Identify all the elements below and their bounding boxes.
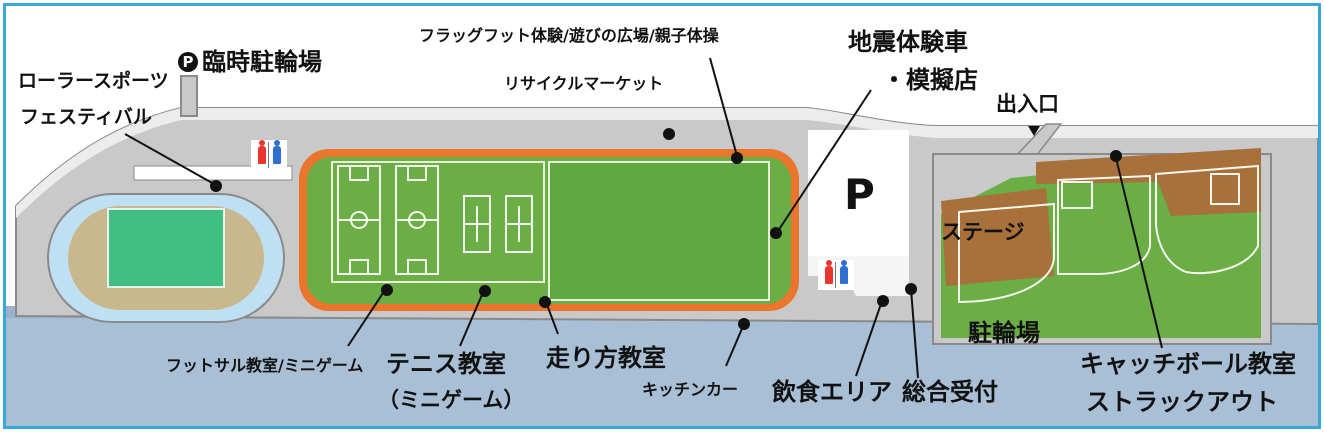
leader-dots — [210, 128, 1122, 330]
label-recycle-market: リサイクルマーケット — [504, 74, 664, 93]
dot-reception — [905, 283, 917, 295]
men-icon — [840, 260, 848, 284]
brown-area-left — [941, 188, 1054, 286]
inner-field — [548, 161, 770, 301]
dot-food-area — [877, 295, 889, 307]
toilet-divider — [268, 142, 269, 168]
label-catchball-1: キャッチボール教室 — [1080, 350, 1296, 378]
label-tennis-2: （ミニゲーム） — [378, 388, 525, 412]
label-earthquake-1: 地震体験車 — [848, 28, 968, 56]
men-icon — [273, 140, 281, 164]
brown-area — [1036, 148, 1261, 216]
parking-lot — [808, 130, 909, 256]
dot-futsal — [381, 284, 393, 296]
entrance-marker-icon — [1028, 126, 1040, 136]
event-map: ローラースポーツ フェスティバル P 臨時駐輪場 フラッグフット体験/遊びの広場… — [3, 3, 1321, 429]
stadium-field — [107, 208, 225, 288]
label-tennis-1: テニス教室 — [386, 350, 506, 378]
women-icon — [825, 260, 833, 284]
women-icon — [258, 140, 266, 164]
dot-kitchen-car — [738, 318, 750, 330]
dot-flag-football — [731, 152, 743, 164]
label-earthquake-2: ・模擬店 — [882, 66, 978, 94]
leader-lines — [124, 57, 1163, 379]
dot-tennis — [479, 285, 491, 297]
dot-catchball — [1110, 150, 1122, 162]
label-parking: P — [844, 170, 875, 219]
road-strip — [16, 108, 1318, 218]
label-roller-sports-2: フェスティバル — [20, 106, 152, 128]
tennis-court-1 — [463, 195, 491, 253]
toilet-icon — [251, 140, 287, 170]
label-bicycle-parking: 駐輪場 — [968, 319, 1040, 347]
label-entrance: 出入口 — [996, 92, 1059, 116]
label-roller-sports-1: ローラースポーツ — [18, 70, 169, 92]
label-food-area: 飲食エリア — [772, 378, 892, 406]
label-flag-football: フラッグフット体験/遊びの広場/親子体操 — [419, 26, 719, 45]
parking-badge-icon: P — [178, 52, 198, 72]
futsal-court-2 — [395, 165, 439, 275]
label-catchball-2: ストラックアウト — [1086, 388, 1278, 416]
toilet-icon — [818, 260, 854, 290]
label-kitchen-car: キッチンカー — [642, 380, 739, 399]
dot-recycle-market — [663, 128, 675, 140]
label-temp-parking: 臨時駐輪場 — [202, 48, 322, 76]
toilet-divider — [835, 262, 836, 288]
temp-parking-access — [180, 75, 198, 117]
dot-earthquake — [770, 227, 782, 239]
dot-roller-sports — [210, 180, 222, 192]
label-running: 走り方教室 — [546, 344, 666, 372]
label-reception: 総合受付 — [902, 378, 998, 406]
court-area — [331, 161, 545, 283]
field-outlines — [958, 164, 1259, 304]
dot-running — [539, 296, 551, 308]
tennis-court-2 — [505, 195, 533, 253]
label-stage: ステージ — [941, 220, 1025, 244]
label-futsal: フットサル教室/ミニゲーム — [166, 356, 364, 375]
map-graphic — [6, 57, 1318, 426]
futsal-court-1 — [337, 165, 381, 275]
